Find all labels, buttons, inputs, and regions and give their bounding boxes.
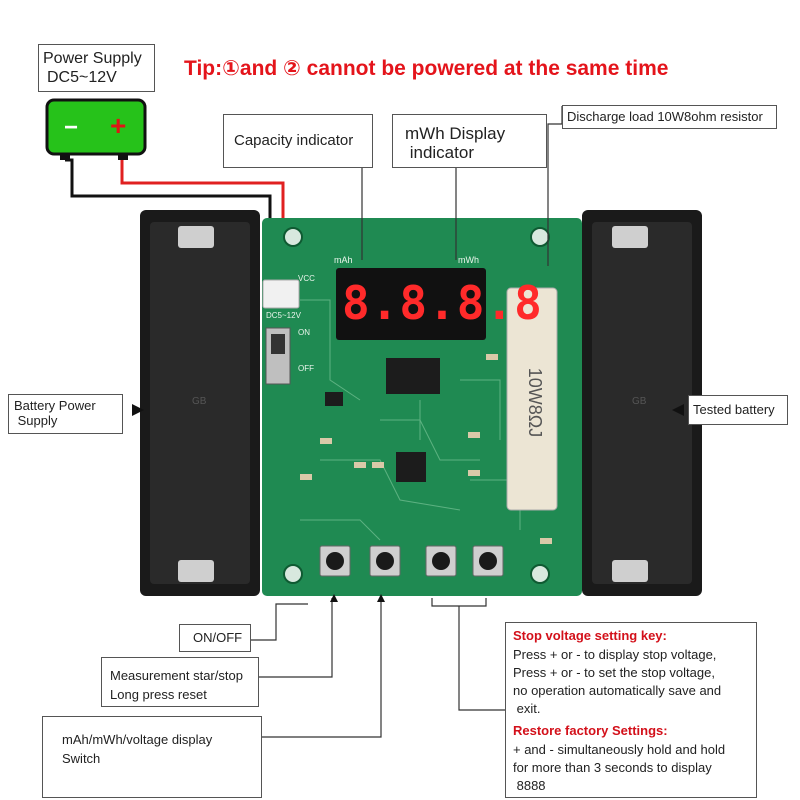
ic-chip-2 <box>396 452 426 482</box>
battery-plus-sign: + <box>110 110 127 141</box>
arrow-up-icon <box>330 594 338 602</box>
restore-factory-heading: Restore factory Settings: <box>513 723 668 738</box>
mwh-indicator-callout <box>392 114 547 168</box>
measurement-label: Measurement star/stop Long press reset <box>110 668 243 702</box>
arrow-up-icon <box>377 594 385 602</box>
stop-voltage-line-2: Press + or - to set the stop voltage, <box>513 665 715 680</box>
stop-voltage-line-1: Press + or - to display stop voltage, <box>513 647 717 662</box>
ic-chip-3 <box>325 392 343 406</box>
callout-leaders <box>251 106 563 738</box>
slide-switch[interactable] <box>265 327 291 385</box>
battery-power-callout <box>8 394 123 434</box>
arrow-right-icon <box>132 404 144 416</box>
left-battery-holder <box>140 210 260 596</box>
capacity-indicator-callout <box>223 114 373 168</box>
resistor-callout <box>562 105 777 129</box>
on-off-label: ON/OFF <box>193 630 243 645</box>
measurement-callout <box>101 657 259 707</box>
button-plus[interactable] <box>472 545 504 577</box>
tip-warning: Tip:①and ② cannot be powered at the same… <box>184 57 669 80</box>
stop-voltage-heading: Stop voltage setting key: <box>513 628 667 643</box>
restore-line-2: for more than 3 seconds to display <box>513 760 712 775</box>
display-digits: 8.8.8.8 <box>342 276 543 330</box>
stop-voltage-info-box <box>505 622 757 798</box>
capacity-indicator-label: Capacity indicator <box>234 132 354 149</box>
label-dc: DC5~12V <box>266 311 301 320</box>
left-holder-marking: GB <box>192 396 207 407</box>
power-supply-title: Power Supply <box>43 50 142 67</box>
power-supply-callout <box>38 44 155 92</box>
right-holder-marking: GB <box>632 396 647 407</box>
stop-voltage-line-4: exit. <box>513 701 541 716</box>
mounting-holes <box>283 227 550 584</box>
power-connector <box>262 279 300 309</box>
right-battery-holder <box>582 210 702 596</box>
restore-line-1: + and - simultaneously hold and hold <box>513 742 726 757</box>
label-vcc: VCC <box>298 274 315 283</box>
mwh-indicator-label: mWh Display indicator <box>405 124 506 162</box>
ic-chip-1 <box>386 358 440 394</box>
smd-components <box>300 354 552 544</box>
tested-battery-label: Tested battery <box>693 402 775 417</box>
on-off-callout <box>179 624 251 652</box>
resistor-label: Discharge load 10W8ohm resistor <box>567 109 763 124</box>
label-on: ON <box>298 328 310 337</box>
battery-minus-sign: − <box>64 114 79 141</box>
display-switch-label: mAh/mWh/voltage display Switch <box>62 732 213 766</box>
label-mwh: mWh <box>458 255 479 265</box>
label-off: OFF <box>298 364 314 373</box>
resistor-marking: 10W8ΩJ <box>525 367 546 438</box>
restore-line-3: 8888 <box>513 778 546 793</box>
tested-battery-callout <box>688 395 788 425</box>
seven-segment-display <box>336 268 486 340</box>
button-minus[interactable] <box>425 545 457 577</box>
load-resistor <box>506 287 558 511</box>
display-switch-callout <box>42 716 262 798</box>
label-mah: mAh <box>334 255 353 265</box>
arrow-left-icon <box>672 404 684 416</box>
battery-power-label: Battery Power Supply <box>14 398 96 428</box>
battery-icon <box>45 98 147 160</box>
button-display-switch[interactable] <box>369 545 401 577</box>
power-supply-voltage: DC5~12V <box>47 69 117 86</box>
button-measure-start-stop[interactable] <box>319 545 351 577</box>
stop-voltage-line-3: no operation automatically save and <box>513 683 722 698</box>
